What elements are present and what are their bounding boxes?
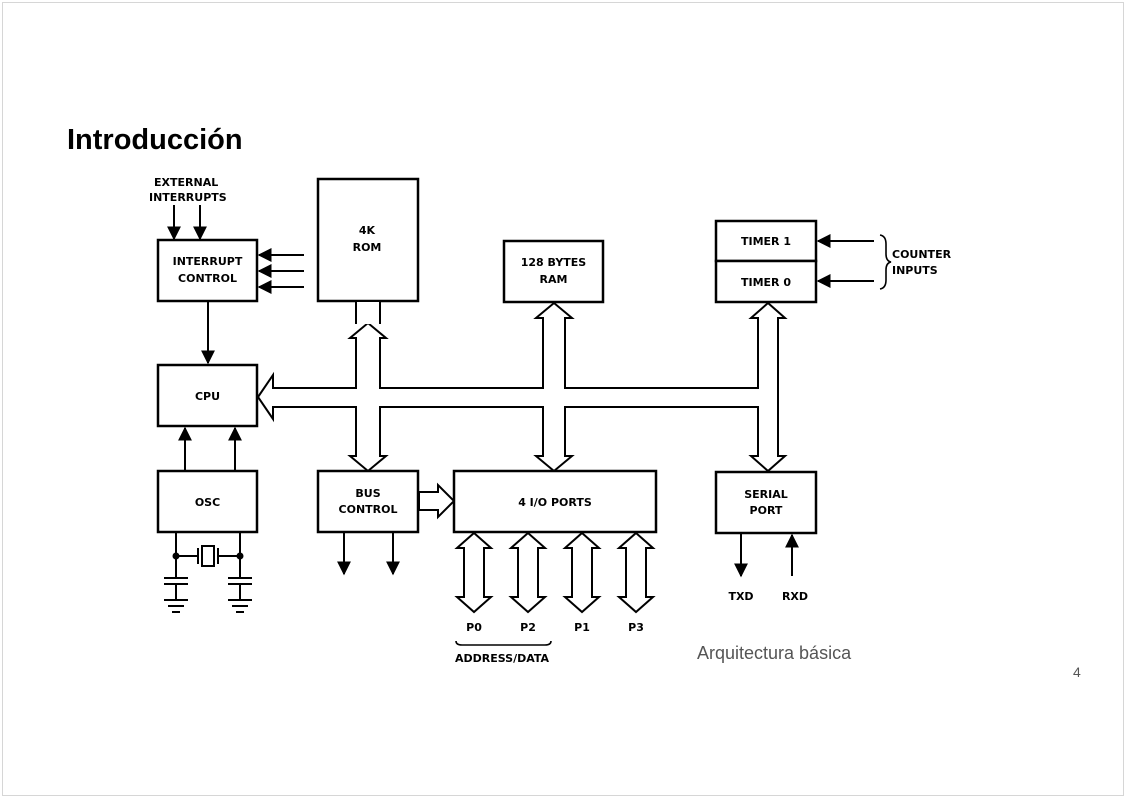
crystal-oscillator-circuit [164,533,252,613]
slide-title: Introducción [67,124,243,156]
external-interrupts-label-2: INTERRUPTS [149,191,227,204]
port-p1-arrow [562,531,602,614]
address-data-bracket [455,640,552,646]
ram-block [502,239,605,304]
bus-control-block [316,469,420,534]
cpu-block [156,363,259,428]
port-p1-label: P1 [574,621,590,634]
counter-inputs-brace [879,234,892,290]
timer-1-block [714,219,818,263]
osc-block [156,469,259,534]
rxd-label: RXD [782,590,808,603]
io-ports-label: 4 I/O PORTS [518,496,592,509]
ram-label-2: RAM [540,273,568,286]
slide-caption: Arquitectura básica [697,643,852,663]
port-p0-arrow [454,531,494,614]
bus-control-to-ports-arrow [418,482,456,520]
serial-port-label-1: SERIAL [744,488,788,501]
interrupt-control-block [156,238,259,303]
bus-control-label-1: BUS [355,487,380,500]
interrupt-control-label-2: CONTROL [178,272,237,285]
counter-inputs-label-2: INPUTS [892,264,938,277]
rom-label-2: ROM [353,241,382,254]
external-interrupts-label-1: EXTERNAL [154,176,218,189]
txd-label: TXD [728,590,753,603]
serial-port-block [714,470,818,535]
bus-control-label-2: CONTROL [339,503,398,516]
timer-1-label: TIMER 1 [741,235,791,248]
serial-port-label-2: PORT [750,504,783,517]
port-p3-label: P3 [628,621,644,634]
osc-label: OSC [195,496,220,509]
address-data-label: ADDRESS/DATA [455,652,550,665]
counter-inputs-label-1: COUNTER [892,248,952,261]
port-p0-label: P0 [466,621,482,634]
rom-block [316,177,420,303]
port-p2-label: P2 [520,621,536,634]
rom-label-1: 4K [359,224,376,237]
rom-output-shaft [356,302,380,324]
cpu-label: CPU [195,390,220,403]
port-p2-arrow [508,531,548,614]
page-number: 4 [1073,664,1081,680]
interrupt-control-label-1: INTERRUPT [173,255,243,268]
timer-0-block [714,259,818,304]
timer-0-label: TIMER 0 [741,276,791,289]
port-p3-arrow [616,531,656,614]
ram-label-1: 128 BYTES [521,256,587,269]
internal-bus [256,301,788,473]
io-ports-block [452,469,658,534]
